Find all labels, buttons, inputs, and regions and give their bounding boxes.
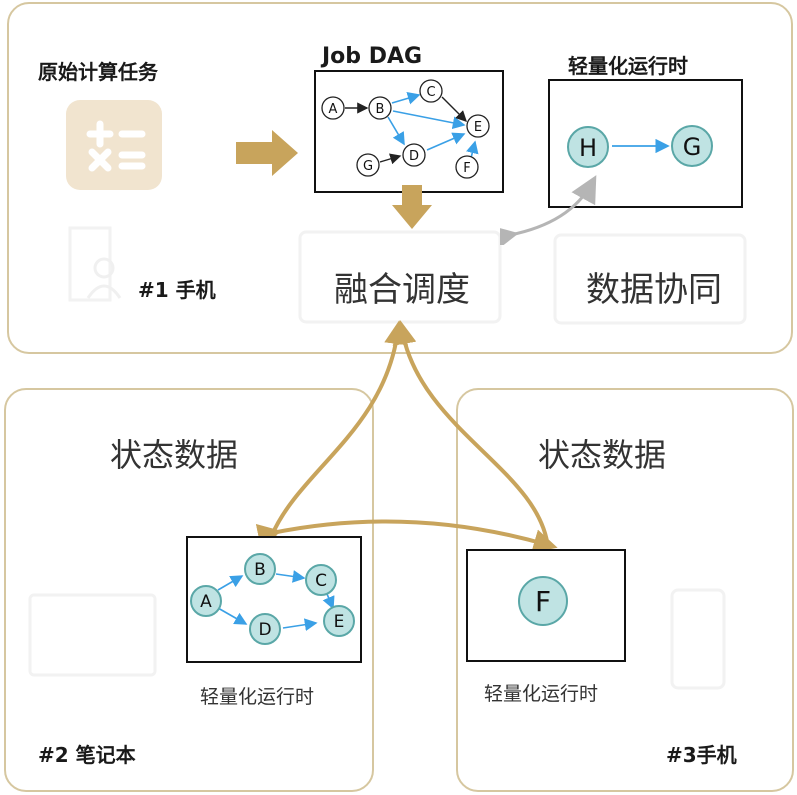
left-runtime-graph: A B C D E: [190, 553, 355, 645]
runtime-node-g: [671, 125, 713, 167]
left-state-data-label: 状态数据: [110, 436, 239, 474]
dag-label-e: E: [474, 120, 482, 135]
phone-user-icon: [86, 257, 122, 299]
job-dag-graph: A B C D E F G: [321, 79, 490, 179]
right-runtime-label: 轻量化运行时: [484, 683, 599, 705]
left-label-c: C: [315, 571, 327, 591]
right-state-data-label: 状态数据: [538, 436, 667, 474]
edge-d-e: [426, 132, 466, 151]
arrow-left-to-top: [255, 320, 409, 553]
dag-node-f: [455, 155, 479, 179]
gold-down-arrow: [392, 185, 432, 229]
dag-node-d: [402, 143, 426, 167]
edge-b-c: [391, 92, 421, 105]
dag-node-g: [356, 153, 380, 177]
left-runtime-box: A B C D E: [186, 536, 362, 663]
edge-b-e: [392, 110, 466, 130]
dag-node-c: [419, 79, 443, 103]
job-dag-title: Job DAG: [322, 44, 423, 69]
dag-node-e: [466, 114, 490, 138]
right-node-f: [518, 576, 568, 626]
edge-c-e: [441, 96, 467, 122]
edge-b-d: [387, 116, 405, 146]
gray-double-arrow: [500, 175, 597, 245]
job-dag-box: A B C D E F G: [314, 70, 504, 193]
dag-node-b: [368, 96, 392, 120]
device-3-label: #3手机: [666, 743, 737, 767]
left-node-b: [244, 553, 276, 585]
edge-f-e: [466, 140, 479, 159]
original-tasks-title: 原始计算任务: [38, 60, 158, 84]
device-2-label: #2 笔记本: [38, 743, 136, 767]
dag-label-c: C: [426, 85, 435, 100]
dag-label-b: B: [376, 102, 385, 117]
left-runtime-label: 轻量化运行时: [200, 686, 315, 708]
top-runtime-graph: H G: [567, 125, 713, 168]
dag-label-f: F: [463, 161, 470, 176]
right-runtime-graph: F: [518, 576, 568, 626]
runtime-label-g: G: [683, 133, 702, 161]
dag-label-g: G: [363, 159, 373, 174]
left-label-e: E: [334, 612, 345, 632]
left-node-a: [190, 585, 222, 617]
edge-g-d: [379, 153, 402, 165]
right-label-f: F: [535, 585, 551, 618]
dag-label-a: A: [329, 102, 338, 117]
left-node-c: [305, 564, 337, 596]
left-node-e: [323, 605, 355, 637]
edge-d-e: [282, 618, 318, 632]
fusion-schedule-label: 融合调度: [334, 270, 470, 310]
edge-a-d: [217, 607, 248, 625]
light-runtime-title-top: 轻量化运行时: [568, 54, 688, 78]
left-label-d: D: [258, 620, 271, 640]
data-sync-label: 数据协同: [586, 270, 722, 310]
right-runtime-box: F: [466, 549, 626, 662]
edge-c-e: [322, 593, 335, 610]
dag-node-a: [321, 96, 345, 120]
arrow-left-right: [255, 519, 558, 553]
gold-right-arrow: [236, 130, 298, 176]
left-label-a: A: [200, 592, 212, 612]
arrow-right-to-top: [392, 320, 550, 549]
edge-b-c: [275, 570, 306, 583]
runtime-node-h: [567, 126, 609, 168]
left-label-b: B: [254, 560, 266, 580]
left-node-d: [249, 613, 281, 645]
runtime-label-h: H: [579, 134, 597, 162]
calculator-icon: [66, 100, 162, 190]
device-1-label: #1 手机: [138, 278, 216, 302]
dag-label-d: D: [409, 149, 419, 164]
edge-a-b: [217, 575, 244, 591]
